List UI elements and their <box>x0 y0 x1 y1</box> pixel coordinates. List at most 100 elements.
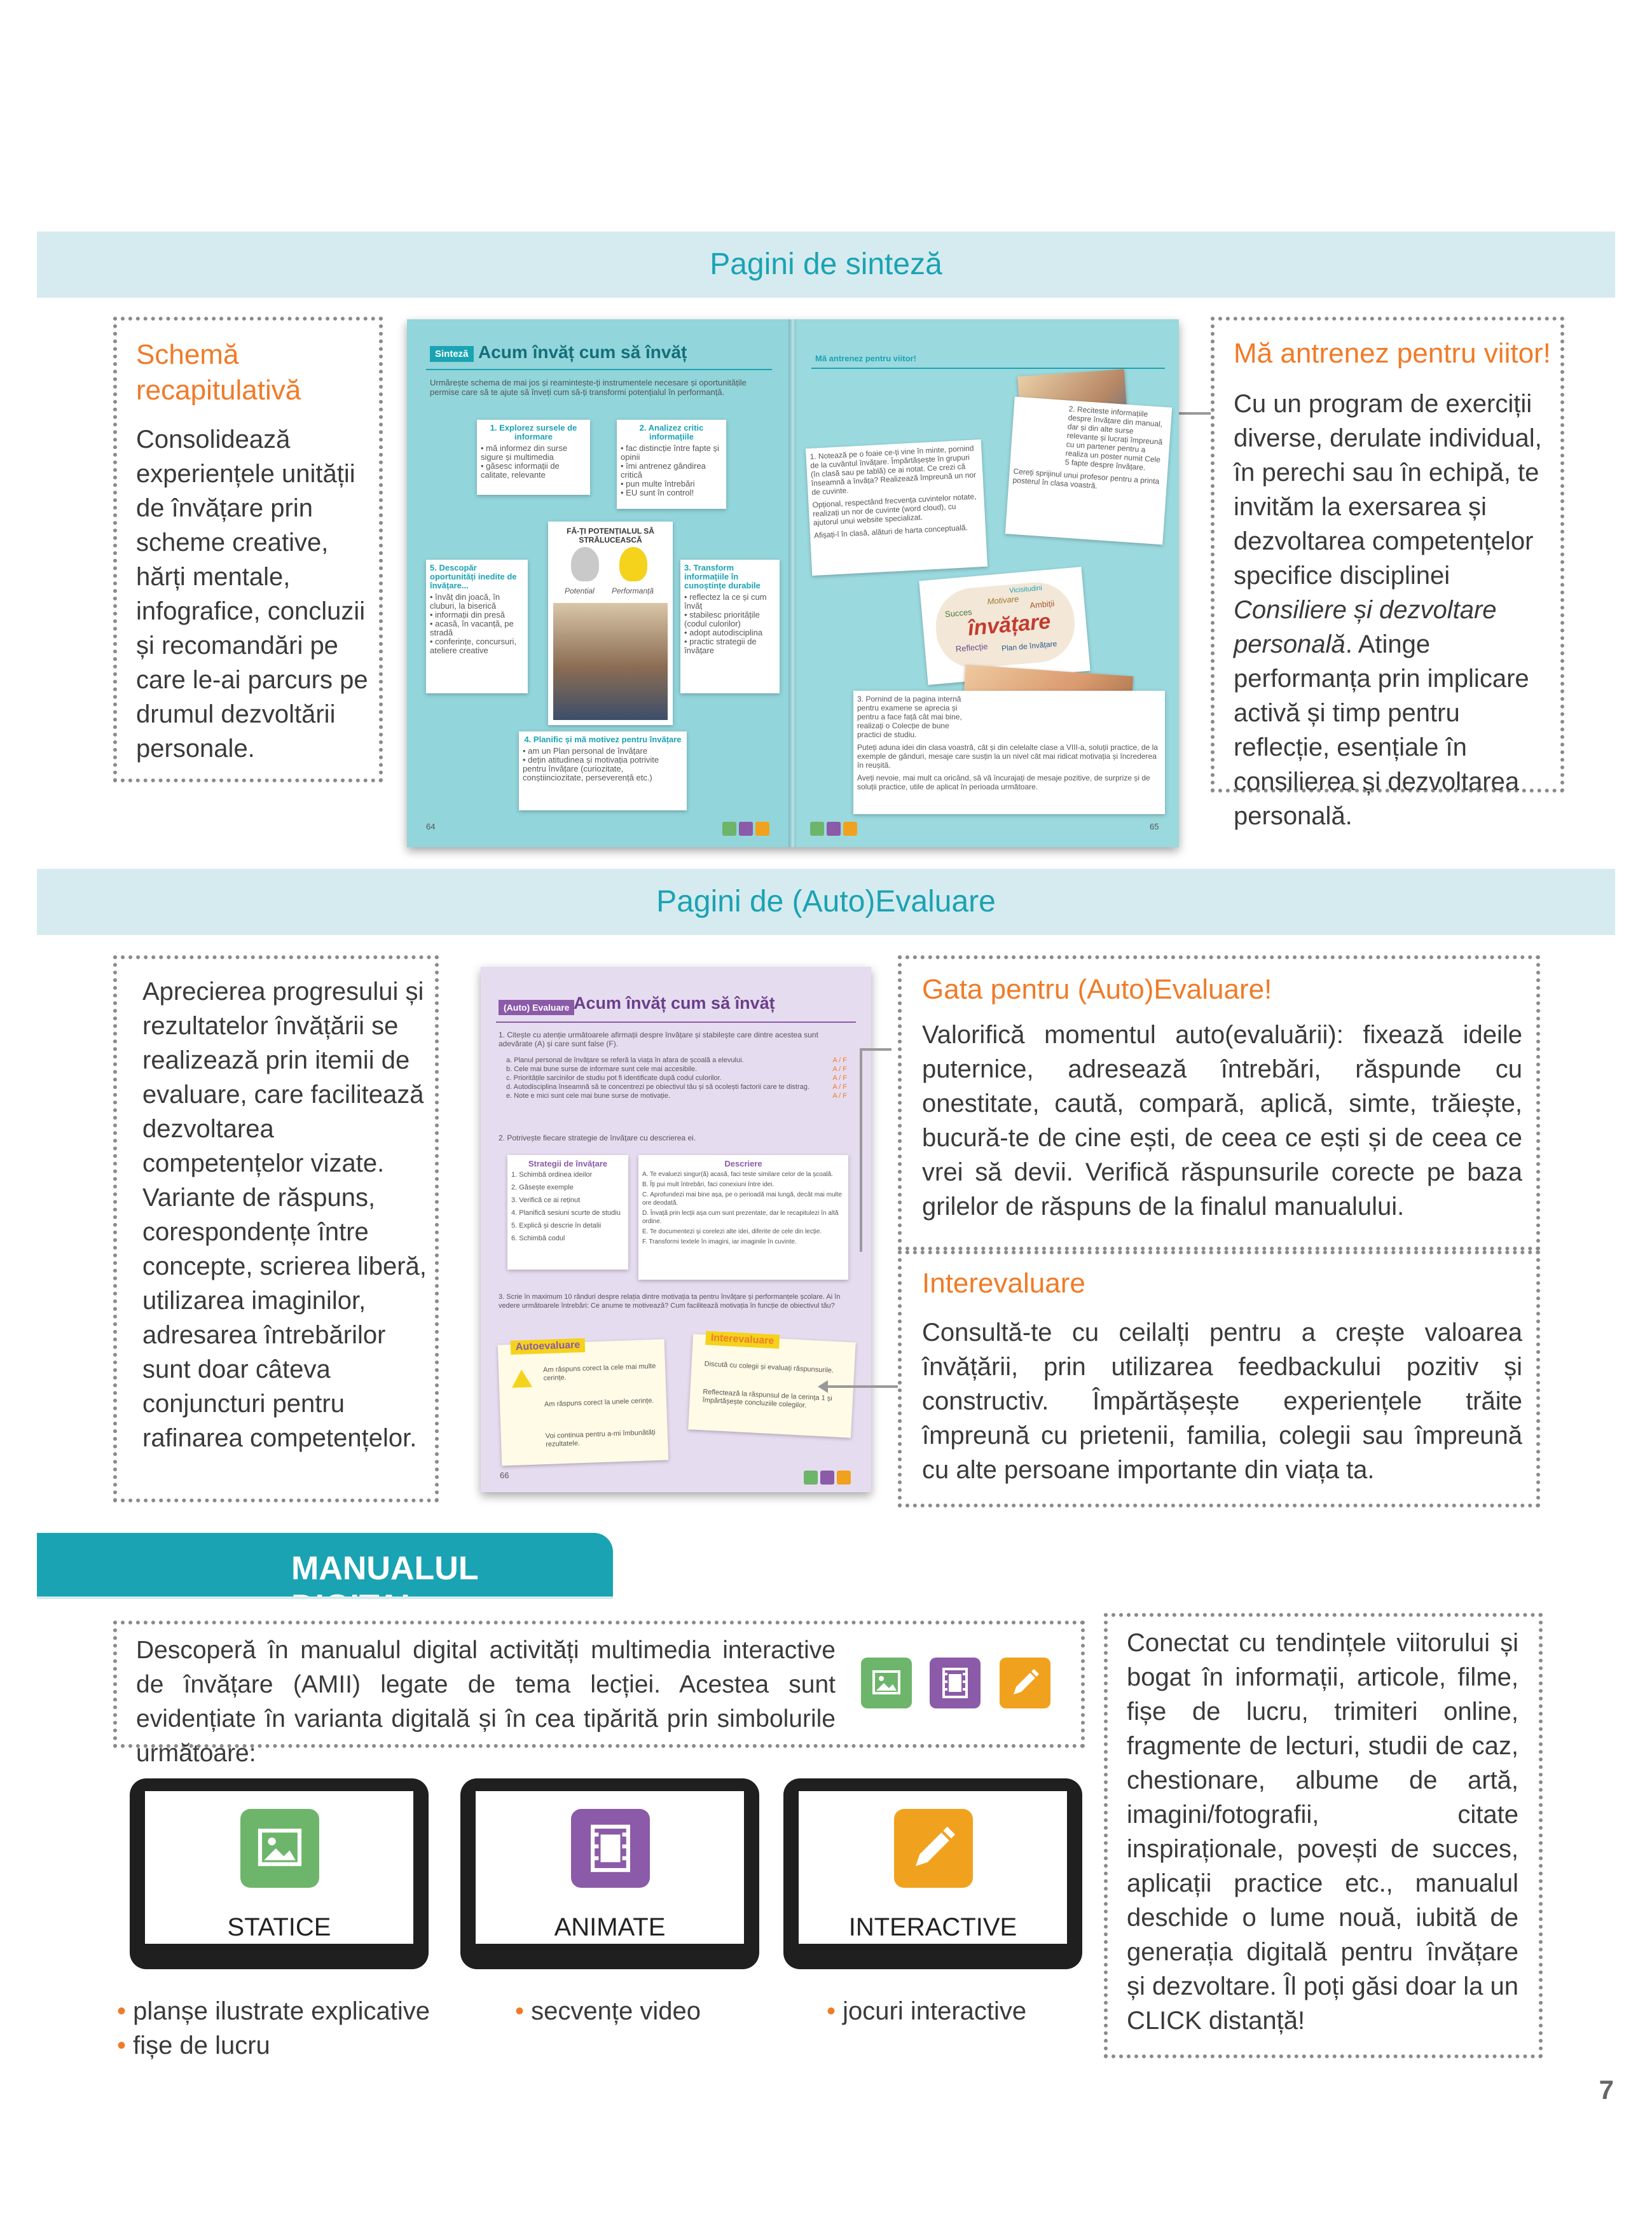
schema-body: Consolidează experiențele unității de în… <box>136 426 368 763</box>
left-page-number: 64 <box>426 822 436 831</box>
connector-1-vert <box>860 1048 862 1252</box>
tablet-label-statice: STATICE <box>227 1913 331 1941</box>
node-3-item-2: • adopt autodisciplina <box>684 628 763 637</box>
section-header-synthesis: Pagini de sinteză <box>37 232 1615 298</box>
eval-page: (Auto) Evaluare Acum învăț cum să învăț … <box>481 967 871 1492</box>
node-2-item-2: • pun multe întrebări <box>621 479 695 488</box>
connector-2 <box>827 1385 898 1388</box>
right-page-number: 65 <box>1150 822 1159 831</box>
eval-q1-item-3: d. Autodisciplina înseamnă să te concent… <box>506 1083 847 1091</box>
bullet-dot: • <box>827 1997 843 2025</box>
node-4-item-1: • dețin atitudinea și motivația potrivit… <box>523 755 659 782</box>
digital-rule <box>37 1596 613 1599</box>
af-2: A / F <box>832 1074 847 1082</box>
descopera-text: Descoperă în manualul digital activități… <box>136 1637 836 1767</box>
task-3-text: 3. Pornind de la pagina internă pentru e… <box>857 695 962 739</box>
schema-title: Schemă recapitulativă <box>136 339 301 406</box>
strat-item-2: 3. Verifică ce ai reținut <box>511 1196 581 1204</box>
inter-item-0: Discută cu colegii și evaluați răspunsur… <box>704 1360 834 1375</box>
tablet-animate: ANIMATE <box>460 1778 759 1969</box>
bullet-static-1-text: fișe de lucru <box>133 2032 270 2060</box>
connector-2-head <box>818 1380 828 1393</box>
left-rule <box>426 369 772 370</box>
node-2-title: 2. Analizez critic informațiile <box>639 423 704 441</box>
pencil-icon-large <box>894 1809 973 1888</box>
node-4: 4. Planific și mă motivez pentru învățar… <box>519 731 687 810</box>
eval-q1-item-0-text: a. Planul personal de învățare se referă… <box>506 1056 744 1064</box>
right-pencil-icon <box>843 822 857 836</box>
eval-q1-item-2: c. Prioritățile sarcinilor de studiu pot… <box>506 1074 847 1083</box>
eval-q1-item-1: b. Cele mai bune surse de informare sunt… <box>506 1065 847 1074</box>
node-1-title: 1. Explorez sursele de informare <box>490 423 577 441</box>
antrenez-title: Mă antrenez pentru viitor! <box>1234 338 1551 369</box>
auto-item-0: Am răspuns corect la cele mai multe ceri… <box>542 1362 656 1383</box>
bullet-dot: • <box>515 1997 532 2025</box>
tablet-screen-interactive: INTERACTIVE <box>799 1791 1067 1944</box>
eval-tab: (Auto) Evaluare <box>499 1000 575 1015</box>
node-3-item-0: • reflectez la ce și cum învăț <box>684 592 767 611</box>
node-1-item-0: • mă informez din surse sigure și multim… <box>481 443 568 462</box>
tablet-screen-statice: STATICE <box>145 1791 413 1944</box>
task-1-card: 1. Notează pe o foaie ce-ți vine în mint… <box>805 439 988 576</box>
descopera-box <box>113 1621 1085 1748</box>
arrow-line <box>1165 412 1211 415</box>
left-tab: Sinteză <box>430 346 474 362</box>
eval-q1-item-0: a. Planul personal de învățare se referă… <box>506 1056 847 1065</box>
strat-item-4: 5. Explică și descrie în detalii <box>511 1222 602 1229</box>
desc-item-2: C. Aprofundezi mai bine așa, pe o perioa… <box>642 1191 843 1207</box>
antrenez-body: Cu un program de exerciții diverse, deru… <box>1234 387 1552 833</box>
left-page: Sinteză Acum învăț cum să învăț Urmăreșt… <box>407 319 791 847</box>
left-intro: Urmărește schema de mai jos și reaminteș… <box>430 378 747 397</box>
right-image-icon <box>810 822 824 836</box>
left-image-icon <box>722 822 736 836</box>
task-2-card: 2. Reciteste informațiile despre învățar… <box>1005 396 1173 545</box>
node-5-title: 5. Descopăr oportunități inedite de învă… <box>430 563 517 590</box>
section-header-eval: Pagini de (Auto)Evaluare <box>37 869 1615 935</box>
auto-card: Autoevaluare Am răspuns corect la cele m… <box>497 1338 669 1466</box>
antrenez-body-italic: Consiliere și dezvoltare personală <box>1234 596 1497 658</box>
strat-item-3: 4. Planifică sesiuni scurte de studiu <box>511 1209 621 1217</box>
antrenez-box <box>1211 317 1564 793</box>
bullet-interactive-0-text: jocuri interactive <box>843 1997 1027 2025</box>
right-rule <box>811 368 1165 369</box>
eval-q1-item-4: e. Note e mici sunt cele mai bune surse … <box>506 1091 847 1100</box>
node-1: 1. Explorez sursele de informare • mă in… <box>477 420 590 495</box>
right-page: Mă antrenez pentru viitor! 1. Notează pe… <box>796 319 1179 847</box>
bullet-static-0-text: planșe ilustrate explicative <box>133 1997 430 2025</box>
schema-box <box>113 317 383 782</box>
bullet-animate-0: • secvențe video <box>515 1997 701 2026</box>
bullet-static-0: • planșe ilustrate explicative <box>117 1997 430 2026</box>
gata-box <box>898 955 1540 1250</box>
strat-item-5: 6. Schimbă codul <box>511 1235 565 1242</box>
inter-box <box>898 1250 1540 1507</box>
strat-card: Strategii de învățare 1. Schimbă ordinea… <box>507 1155 628 1270</box>
strat-header: Strategii de învățare <box>528 1159 608 1168</box>
af-0: A / F <box>832 1056 847 1064</box>
eval-q1-item-3-text: d. Autodisciplina înseamnă să te concent… <box>506 1083 809 1091</box>
node-3-title: 3. Transform informațiile în cunoștințe … <box>684 563 761 590</box>
tablet-label-animate: ANIMATE <box>554 1913 666 1941</box>
desc-card: Descriere A. Te evaluezi singur(ă) acasă… <box>638 1155 848 1280</box>
node-5-item-0: • învăț din joacă, în cluburi, la biseri… <box>430 592 500 611</box>
task-3b-text: Puteți aduna idei din clasa voastră, cât… <box>857 743 1158 770</box>
eval-q1-list: a. Planul personal de învățare se referă… <box>506 1056 847 1100</box>
bullet-interactive-0: • jocuri interactive <box>827 1997 1026 2026</box>
conectat-box <box>1104 1613 1543 2058</box>
af-3: A / F <box>832 1083 847 1091</box>
tablet-label-interactive: INTERACTIVE <box>848 1913 1017 1941</box>
film-icon-large <box>571 1809 650 1888</box>
conectat-text: Conectat cu tendințele viitorului și bog… <box>1127 1629 1518 2035</box>
warning-icon <box>511 1369 533 1388</box>
apreciere-box <box>113 955 439 1502</box>
bulb-yellow-icon <box>619 547 647 581</box>
center-word-right: Performanță <box>612 586 654 595</box>
node-3: 3. Transform informațiile în cunoștințe … <box>680 560 780 693</box>
antrenez-body-a: Cu un program de exerciții diverse, deru… <box>1234 390 1542 590</box>
gata-title: Gata pentru (Auto)Evaluare! <box>922 974 1272 1005</box>
bullet-static-1: • fișe de lucru <box>117 2032 270 2060</box>
task-3c-text: Aveți nevoie, mai mult ca oricând, să vă… <box>857 773 1150 791</box>
left-pencil-icon <box>755 822 769 836</box>
node-2-item-3: • EU sunt în control! <box>621 488 694 497</box>
task-1-text: 1. Notează pe o foaie ce-ți vine în mint… <box>809 443 977 497</box>
synthesis-spread: Sinteză Acum învăț cum să învăț Urmăreșt… <box>407 319 1179 847</box>
